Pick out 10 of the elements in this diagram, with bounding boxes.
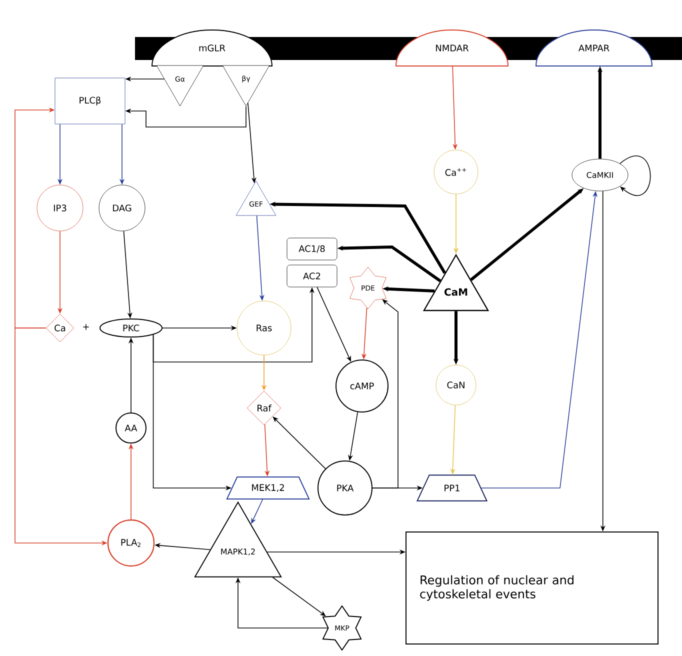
kinase-trapezoid: MEK1,2 [226,476,310,500]
arrow [620,156,651,196]
receptor-dome: AMPAR [536,30,652,66]
enzyme-box: PLCβ [54,78,126,124]
enzyme-box: AC2 [286,264,338,288]
receptor-dome: NMDAR [396,30,508,66]
enzyme-box: AC1/8 [286,238,338,260]
outcome-box: Regulation of nuclear and cytoskeletal events [406,532,658,644]
plus-sign: + [83,324,89,330]
arrow [272,576,326,616]
